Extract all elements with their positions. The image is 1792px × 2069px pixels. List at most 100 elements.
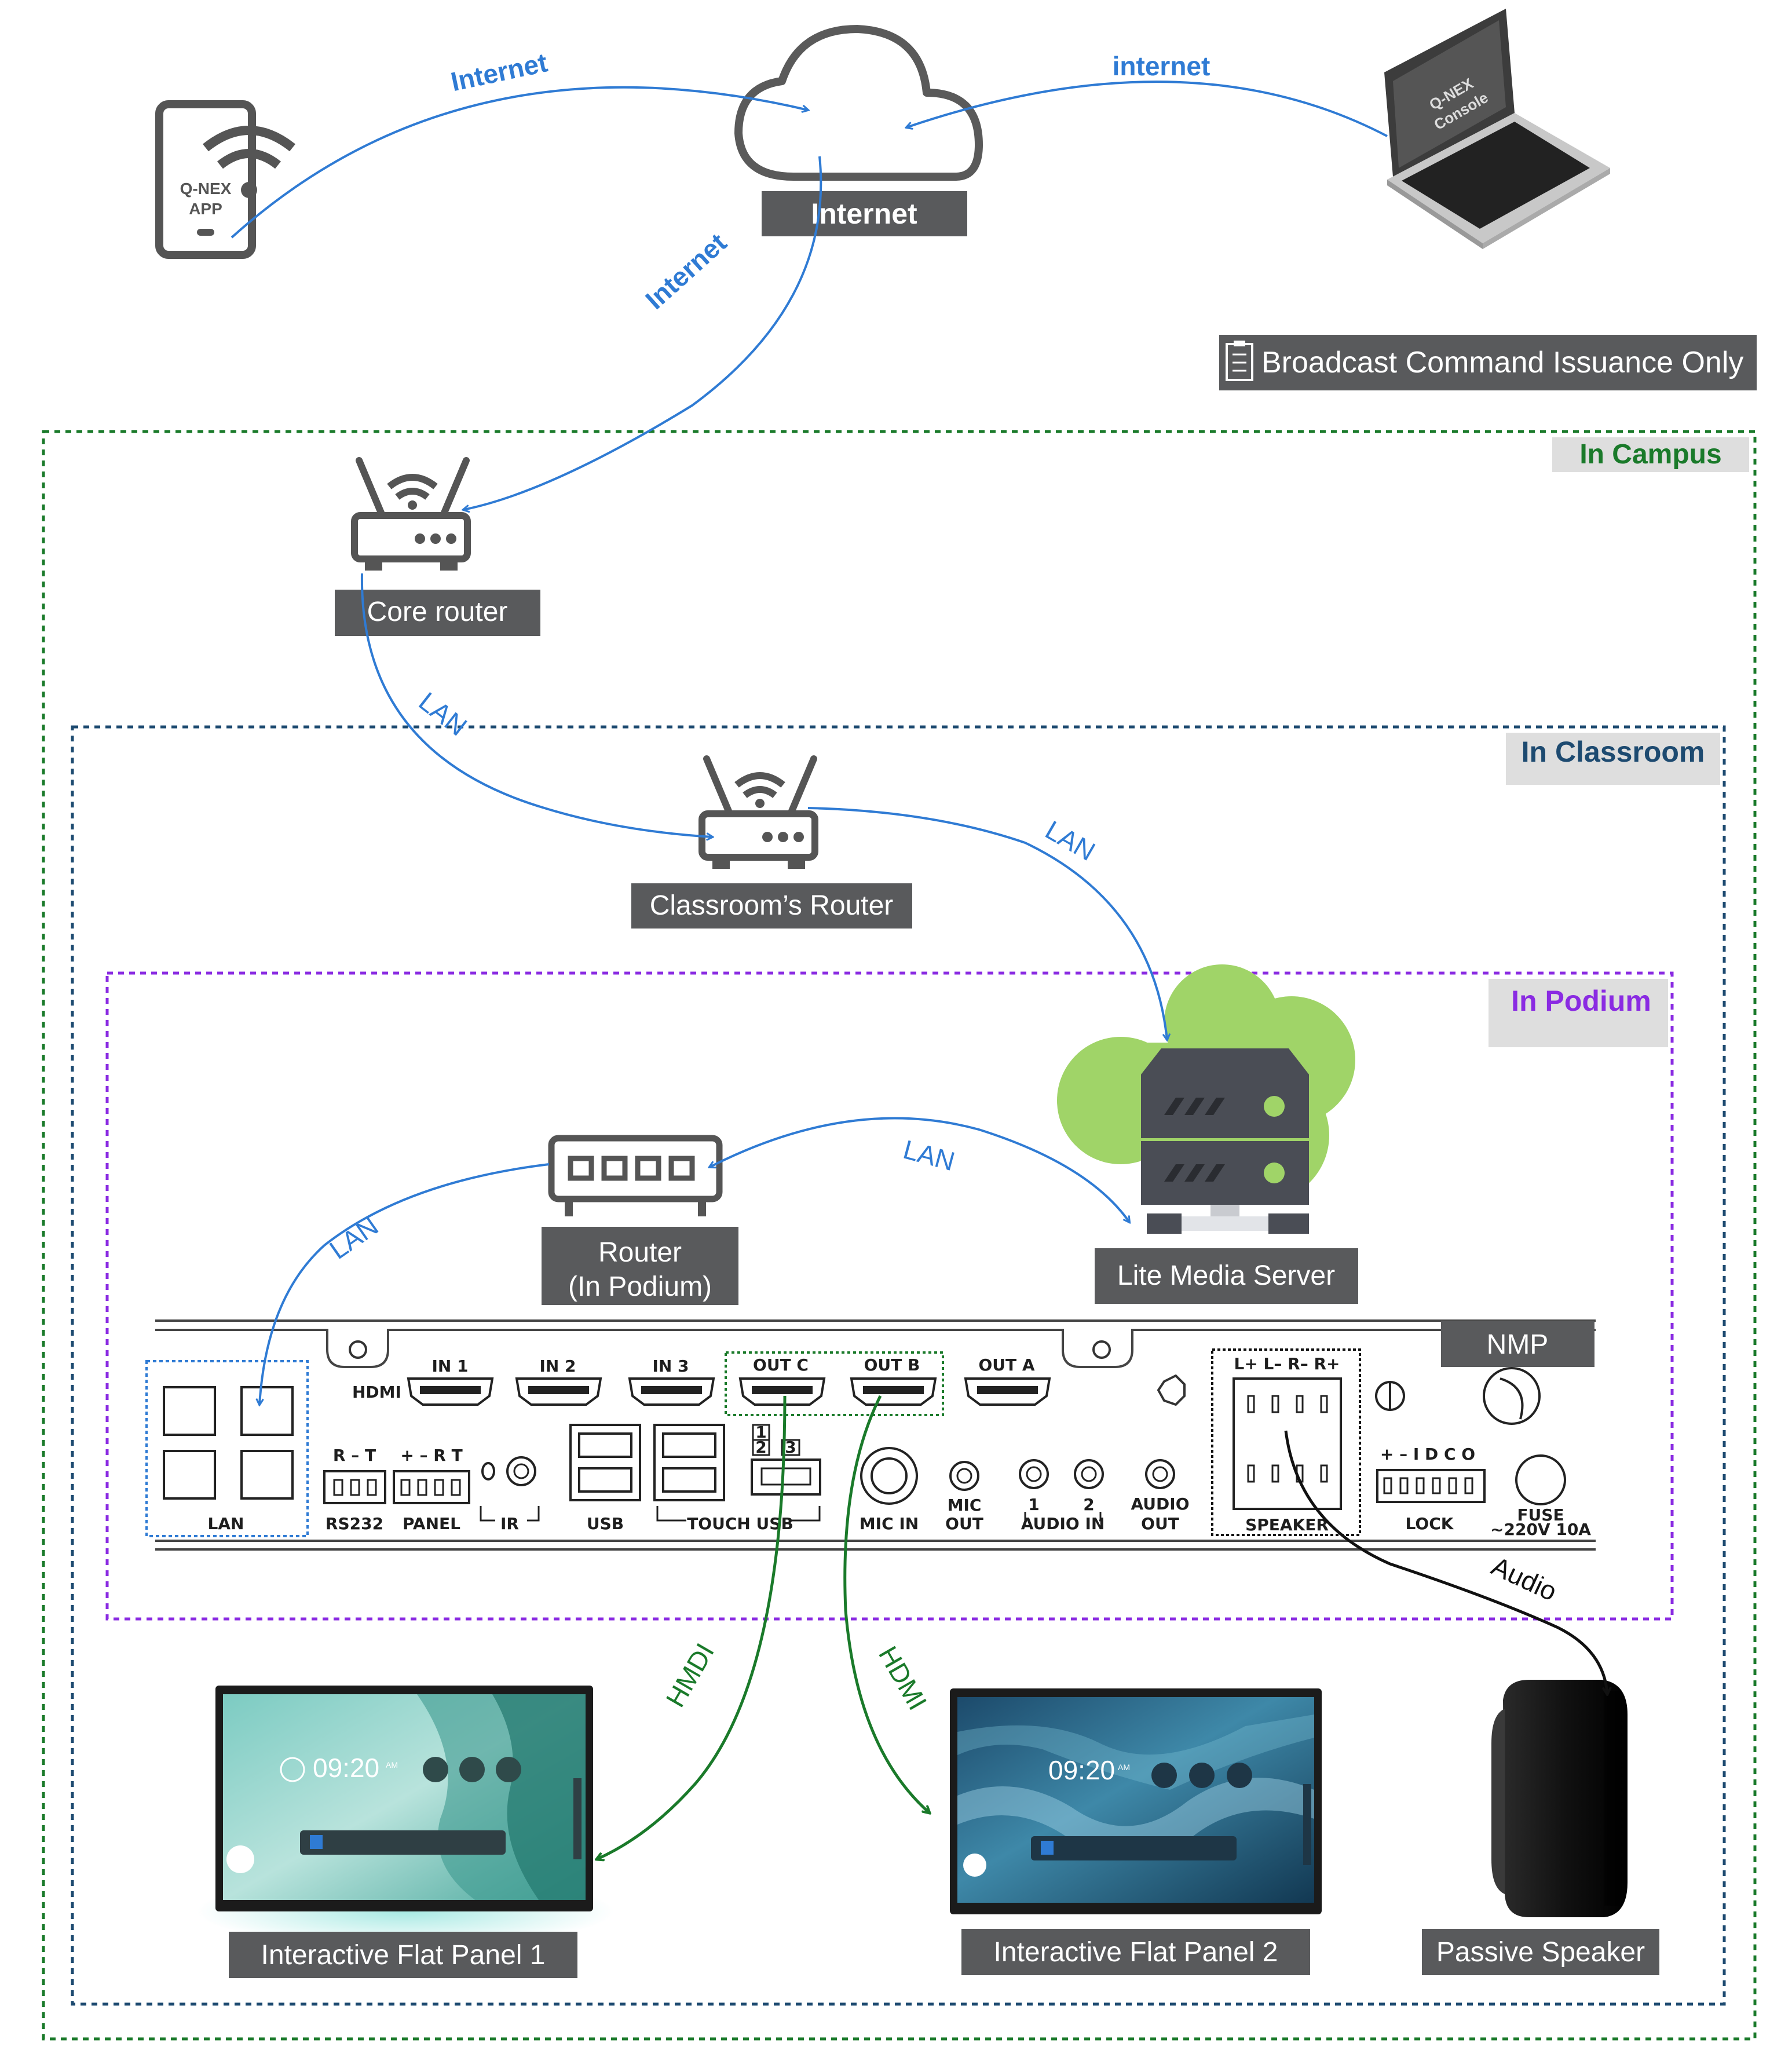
campus-zone-border [42,430,1757,2041]
classroom-zone-border [71,725,1726,2006]
svg-text:+ – I D C O: + – I D C O [1380,1445,1475,1464]
svg-text:AM: AM [386,1760,398,1770]
svg-text:Core router: Core router [367,597,508,627]
svg-text:Router: Router [598,1237,682,1268]
clipboard-icon [1226,341,1253,381]
podium-zone-border [105,971,1674,1621]
link-phone-cloud: Internet [231,47,808,239]
svg-text:Audio: Audio [1487,1551,1561,1607]
svg-text:PANEL: PANEL [403,1514,460,1533]
broadcast-note: Broadcast Command Issuance Only [1219,335,1757,390]
svg-text:+ – R T: + – R T [400,1446,462,1465]
speaker-port-group [1211,1348,1361,1536]
flat-panel-1: 09:20 AM [197,1686,614,1946]
svg-text:IN 2: IN 2 [539,1357,576,1376]
podium-router-icon [548,1135,723,1216]
svg-text:Q-NEX: Q-NEX [180,180,232,198]
svg-text:In Campus: In Campus [1579,439,1721,470]
svg-text:OUT: OUT [1141,1514,1179,1533]
passive-speaker-label: Passive Speaker [1422,1929,1659,1975]
svg-text:Passive Speaker: Passive Speaker [1436,1937,1645,1968]
svg-text:HDMI: HDMI [352,1383,401,1402]
svg-text:SPEAKER: SPEAKER [1245,1515,1329,1534]
svg-text:OUT A: OUT A [978,1355,1034,1375]
media-server-label: Lite Media Server [1095,1248,1358,1304]
svg-text:AUDIO: AUDIO [1131,1494,1189,1514]
core-router-label: Core router [335,590,540,636]
hdmi-out-c: OUT C [738,1355,826,1406]
svg-text:2: 2 [1083,1495,1094,1514]
svg-text:R – T: R – T [333,1446,376,1465]
nmp-panel: LAN HDMI IN 1 IN 2 IN 3 OUT C OUT B [145,1319,1596,1551]
passive-speaker-icon [1491,1680,1628,1917]
link-hdmi-panel1: HMDI [597,1395,787,1859]
svg-text:1: 1 [1028,1495,1039,1514]
svg-text:HMDI: HMDI [660,1638,720,1712]
svg-text:MIC: MIC [948,1496,982,1515]
svg-text:APP: APP [189,200,222,218]
svg-text:internet: internet [1113,51,1210,81]
svg-text:LAN: LAN [324,1211,383,1265]
zone-tag-podium: In Podium [1489,979,1668,1047]
svg-text:LAN: LAN [414,686,473,741]
media-server-icon [1057,964,1355,1234]
svg-text:09:20: 09:20 [313,1753,379,1783]
svg-text:USB: USB [587,1514,624,1533]
laptop-icon: Q-NEX Console [1384,9,1610,249]
svg-text:In Podium: In Podium [1511,985,1651,1017]
svg-text:~220V 10A: ~220V 10A [1490,1520,1591,1539]
svg-text:Lite Media Server: Lite Media Server [1117,1260,1335,1291]
svg-text:L+ L– R– R+: L+ L– R– R+ [1234,1354,1340,1373]
svg-text:(In Podium): (In Podium) [568,1271,712,1302]
svg-text:AUDIO IN: AUDIO IN [1021,1514,1105,1533]
svg-text:OUT C: OUT C [753,1355,809,1375]
svg-text:LOCK: LOCK [1406,1514,1454,1533]
hdmi-out-b: OUT B [850,1355,937,1406]
svg-text:IN 3: IN 3 [652,1357,689,1376]
hdmi-in-2: IN 2 [515,1357,602,1406]
svg-text:09:20: 09:20 [1048,1755,1115,1785]
svg-text:TOUCH USB: TOUCH USB [687,1514,793,1533]
svg-text:Internet: Internet [448,47,550,97]
cloud-icon [734,25,983,181]
classroom-router-label: Classroom’s Router [631,883,912,929]
phone-icon: Q-NEX APP [155,100,295,259]
svg-text:3: 3 [785,1438,796,1457]
svg-text:RS232: RS232 [326,1514,383,1533]
zone-tag-classroom: In Classroom [1506,733,1720,785]
svg-text:1: 1 [755,1423,766,1442]
svg-text:LAN: LAN [208,1514,244,1533]
podium-router-label: Router (In Podium) [542,1227,738,1305]
hdmi-in-1: IN 1 [407,1357,494,1406]
link-podium-nmp: LAN [259,1163,550,1405]
hdmi-out-group [725,1351,944,1416]
svg-text:AM: AM [1118,1763,1130,1772]
hdmi-out-a: OUT A [964,1355,1051,1406]
svg-text:Interactive Flat Panel 2: Interactive Flat Panel 2 [994,1937,1278,1968]
svg-text:MIC IN: MIC IN [860,1514,919,1533]
flat-panel-2-label: Interactive Flat Panel 2 [961,1929,1310,1975]
hdmi-in-3: IN 3 [628,1357,715,1406]
svg-text:In Classroom: In Classroom [1522,736,1705,768]
cloud-label: Internet [762,191,967,236]
core-router-icon [351,457,471,571]
svg-text:Broadcast Command Issuance Onl: Broadcast Command Issuance Only [1261,346,1743,379]
svg-text:OUT: OUT [945,1514,983,1533]
svg-text:2: 2 [755,1438,766,1457]
svg-text:IR: IR [500,1514,519,1533]
svg-text:Internet: Internet [811,198,917,230]
svg-text:HDMI: HDMI [873,1641,933,1715]
svg-text:OUT B: OUT B [864,1355,920,1375]
flat-panel-1-label: Interactive Flat Panel 1 [229,1932,577,1978]
zone-tag-campus: In Campus [1552,437,1749,472]
svg-text:FUSE: FUSE [1517,1505,1564,1525]
svg-text:Internet: Internet [639,227,732,315]
svg-text:NMP: NMP [1487,1329,1549,1360]
flat-panel-2: 09:20 AM [950,1688,1322,1914]
link-laptop-cloud: internet [906,51,1388,137]
svg-text:Interactive Flat Panel 1: Interactive Flat Panel 1 [261,1940,546,1971]
svg-text:IN 1: IN 1 [431,1357,468,1376]
svg-text:LAN: LAN [1040,814,1100,867]
svg-text:Classroom’s Router: Classroom’s Router [650,890,894,921]
